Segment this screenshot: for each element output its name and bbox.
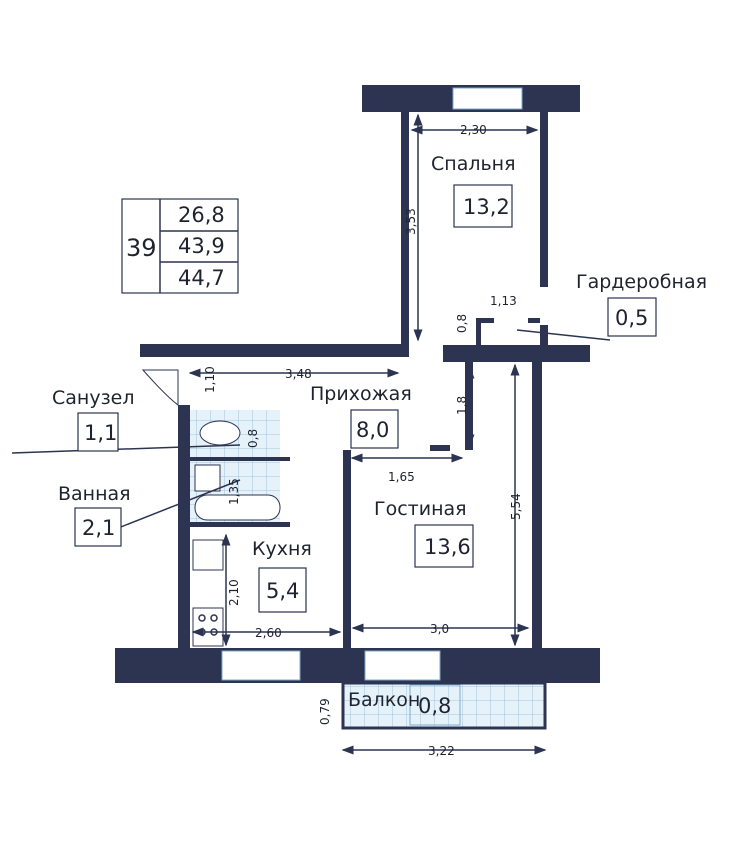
dim-bedroom-width: 2,30 xyxy=(460,123,487,137)
bedroom-area: 13,2 xyxy=(463,195,510,219)
dim-balcony-depth: 0,79 xyxy=(318,698,332,725)
bathroom-name: Ванная xyxy=(58,483,131,505)
walls xyxy=(115,85,600,683)
dim-living-length: 5,54 xyxy=(509,493,523,520)
total-area: 43,9 xyxy=(178,234,225,258)
total-area-with-balcony: 44,7 xyxy=(178,266,225,290)
living-room-area: 13,6 xyxy=(424,535,471,559)
living-room-name: Гостиная xyxy=(374,498,467,520)
dim-balcony-width: 3,22 xyxy=(428,744,455,758)
entrance-door-icon xyxy=(141,369,179,407)
dim-hall-width: 1,10 xyxy=(203,366,217,393)
wc-name: Санузел xyxy=(52,387,135,409)
kitchen-window xyxy=(221,650,301,681)
bathroom-area: 2,1 xyxy=(82,516,115,540)
sink-icon xyxy=(194,464,221,492)
dim-wardrobe-width: 1,13 xyxy=(490,294,517,308)
toilet-icon xyxy=(199,420,241,446)
bathtub-icon xyxy=(194,494,281,521)
kitchen-name: Кухня xyxy=(252,538,312,560)
dim-wardrobe-depth: 0,8 xyxy=(455,314,469,333)
balcony-floor xyxy=(343,683,545,728)
stove-icon xyxy=(192,607,224,647)
dim-bedroom-length: 3,53 xyxy=(404,208,418,235)
kitchen-area: 5,4 xyxy=(266,579,299,603)
apartment-number: 39 xyxy=(126,234,157,262)
hallway-name: Прихожая xyxy=(310,383,412,405)
dim-hall-niche-width: 1,65 xyxy=(388,470,415,484)
balcony-door xyxy=(364,650,441,681)
kitchen-sink-icon xyxy=(192,539,224,571)
bedroom-window xyxy=(452,87,523,110)
balcony-name: Балкон xyxy=(348,689,420,711)
dim-kitchen-length: 2,10 xyxy=(227,579,241,606)
hallway-area: 8,0 xyxy=(356,418,389,442)
dim-hall-niche-depth: 1,8 xyxy=(455,396,469,415)
balcony-area: 0,8 xyxy=(418,694,451,718)
living-area: 26,8 xyxy=(178,203,225,227)
bedroom-name: Спальня xyxy=(431,153,516,175)
wardrobe-area: 0,5 xyxy=(615,306,648,330)
dim-kitchen-width: 2,60 xyxy=(255,626,282,640)
dim-living-width: 3,0 xyxy=(430,622,449,636)
dim-wc-width: 0,8 xyxy=(246,429,260,448)
wc-area: 1,1 xyxy=(84,421,117,445)
area-summary-table: 39 26,8 43,9 44,7 xyxy=(121,198,239,294)
dim-hall-length: 3,48 xyxy=(285,367,312,381)
wardrobe-name: Гардеробная xyxy=(576,271,707,293)
dim-bath-length: 1,35 xyxy=(227,478,241,505)
